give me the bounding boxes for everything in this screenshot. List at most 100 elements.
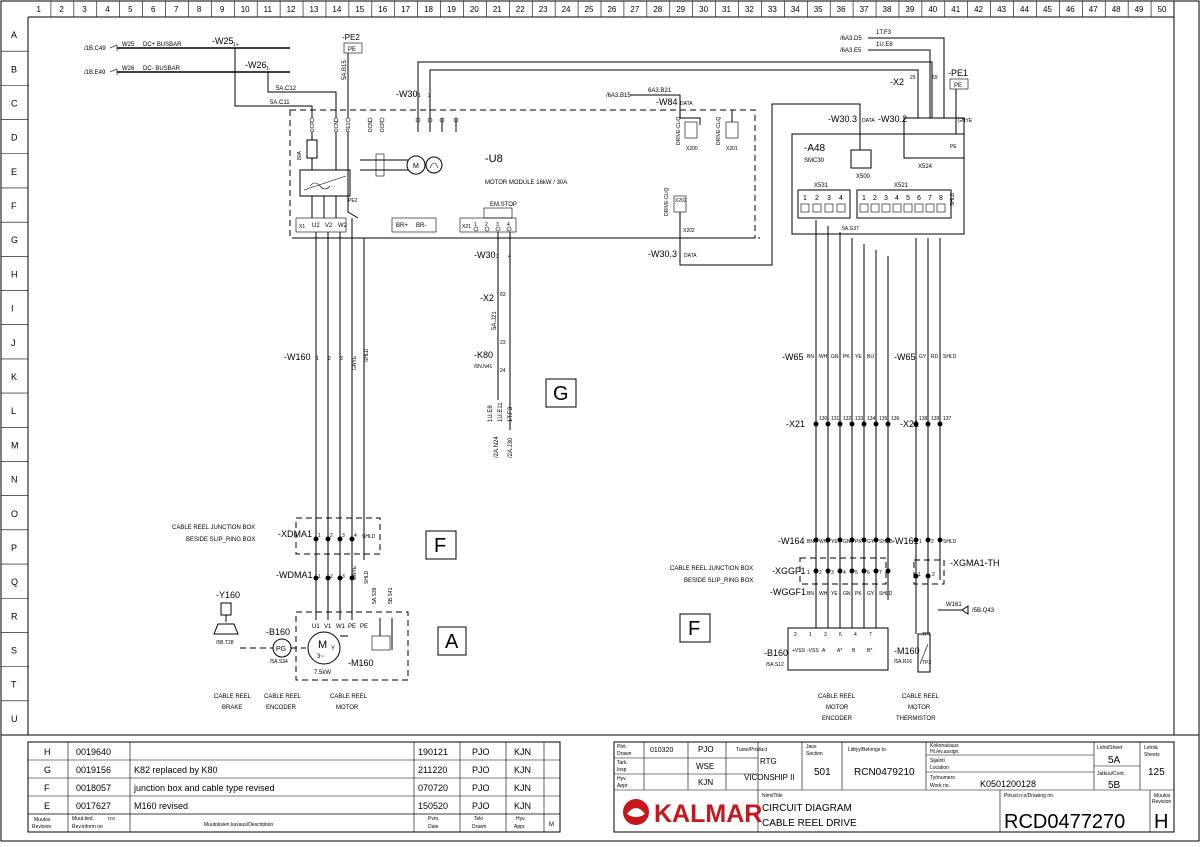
xdma1-box (295, 517, 381, 555)
rev-letter: G (44, 765, 51, 775)
ref-g37: 5A.G37 (842, 226, 859, 232)
xggf1-terminal (861, 568, 867, 574)
xggf1-terminal (825, 568, 831, 574)
tb-appr: Appr (617, 783, 628, 789)
row-letter: H (11, 269, 18, 279)
y160-coil (220, 602, 232, 616)
cable-reel-motor-symbol (307, 631, 341, 665)
cable-pin-label: 7 (879, 570, 882, 576)
xgma1-pin1: 1 (918, 572, 921, 578)
tb-lehti: Lehti/Sheet (1097, 745, 1123, 751)
tb-section: Section (806, 751, 823, 757)
x1-pin-u2: U2 (312, 223, 320, 229)
tb-piirnro: Piirust.n:o/Drawing no (1004, 793, 1053, 799)
x524-pe: PE (950, 144, 957, 150)
w30-tag: -W30 (396, 89, 418, 99)
tb-title-1: CIRCUIT DIAGRAM (762, 803, 852, 814)
w160-pin1: 1 (316, 356, 319, 362)
cable-pin-label: BU (867, 354, 874, 360)
u8-dc-terminal (367, 117, 373, 123)
cable-pin-label: YE (855, 354, 862, 360)
x21-pin: 4 (507, 222, 510, 228)
cable-pin-label: SHLD (943, 354, 957, 360)
w164-terminal (813, 537, 819, 543)
k80-ref2-2: /2A.J30 (508, 437, 514, 458)
col-number: 39 (905, 5, 914, 14)
w26-cable: W26 (122, 66, 135, 72)
ref-c11: 5A.C11 (270, 100, 290, 106)
tb-insp-by: WSE (696, 762, 714, 771)
w25-tag: -W25 (212, 36, 234, 46)
cable-pin-label: WH (819, 354, 828, 360)
tb-tuote: Tuote/Product (736, 747, 768, 753)
encoder-pin-label: A* (837, 648, 842, 654)
rev-h-desc: Muutoksien kuvaus/Description (204, 822, 273, 828)
a48-model: SMC30 (804, 158, 825, 164)
tb-appr-by: KJN (698, 778, 713, 787)
u8-dc-pin-label: DCP (380, 121, 386, 132)
brake-resistor (371, 635, 391, 651)
encoder-pin-label: A (822, 648, 826, 654)
col-number: 8 (197, 5, 202, 14)
row-letter: F (11, 201, 17, 211)
xdma1-tag: -XDMA1 (278, 529, 312, 539)
xgma1-pin2: 2 (932, 572, 935, 578)
encoder-pin-number: 7 (869, 632, 872, 638)
a48-w30-2: -W30.2 (878, 114, 907, 124)
x500-label: X500 (856, 174, 871, 180)
rev-number: 0019640 (76, 747, 111, 757)
cap-renc-1: CABLE REEL (818, 694, 856, 700)
xdma1-pin: 3 (342, 533, 345, 539)
rev-number: 0017627 (76, 801, 111, 811)
x21-pin: 2 (485, 222, 488, 228)
col-number: 10 (241, 5, 250, 14)
pe2-box (343, 42, 363, 54)
rev-date: 070720 (418, 783, 448, 793)
row-letter: E (11, 167, 17, 177)
x21-label: X21 (462, 224, 471, 230)
cable-pin-label: 131 (831, 416, 840, 422)
wggf1-tag: -WGGF1 (770, 587, 806, 597)
col-number: 1 (36, 5, 41, 14)
cable-pin-label: 138 (919, 416, 928, 422)
a48-w30-3-data: DATA (862, 118, 875, 124)
br-plus: BR+ (396, 223, 408, 229)
rev-description: junction box and cable type revised (133, 783, 275, 793)
x21a-terminal (885, 421, 891, 427)
cable-pin-label: 137 (943, 416, 952, 422)
tb-location: Location (930, 765, 949, 771)
m160r-ref: /5A.R16 (894, 659, 912, 665)
rev-h-no: n:o (108, 816, 115, 822)
col-number: 37 (860, 5, 869, 14)
tb-tyonumero: Työnumero (930, 775, 955, 781)
xdma1-terminal (337, 536, 343, 542)
x531-block (797, 189, 851, 219)
wdma1-pin: 1 (318, 574, 321, 580)
cable-pin-label: WH (819, 539, 828, 545)
k80-ref-j21: 5A.J21 (492, 311, 498, 330)
tb-drawn: Drawn (617, 751, 632, 757)
title-block-frame (613, 741, 1175, 833)
pe1-tag: -PE1 (948, 68, 968, 78)
col-number: 45 (1043, 5, 1052, 14)
xgma1-tag: -XGMA1-TH (950, 558, 1000, 568)
col-number: 36 (837, 5, 846, 14)
wdma1-terminal (325, 575, 331, 581)
x531-terminal (824, 203, 834, 213)
col-number: 30 (699, 5, 708, 14)
rev-h-rev-inform: Rev.inform no (72, 824, 103, 830)
fan-motor-label: M (413, 163, 419, 170)
rev-appr: KJN (514, 765, 531, 775)
xgma1-terminal (925, 573, 931, 579)
cap-renc-3: ENCODER (822, 716, 853, 722)
fuse-label: 80A (297, 150, 303, 160)
tp2-label: TP2 (922, 660, 931, 666)
rev-h-muutos: Muutos (34, 817, 51, 823)
col-number: 50 (1158, 5, 1167, 14)
x531-pin: 2 (815, 195, 819, 202)
